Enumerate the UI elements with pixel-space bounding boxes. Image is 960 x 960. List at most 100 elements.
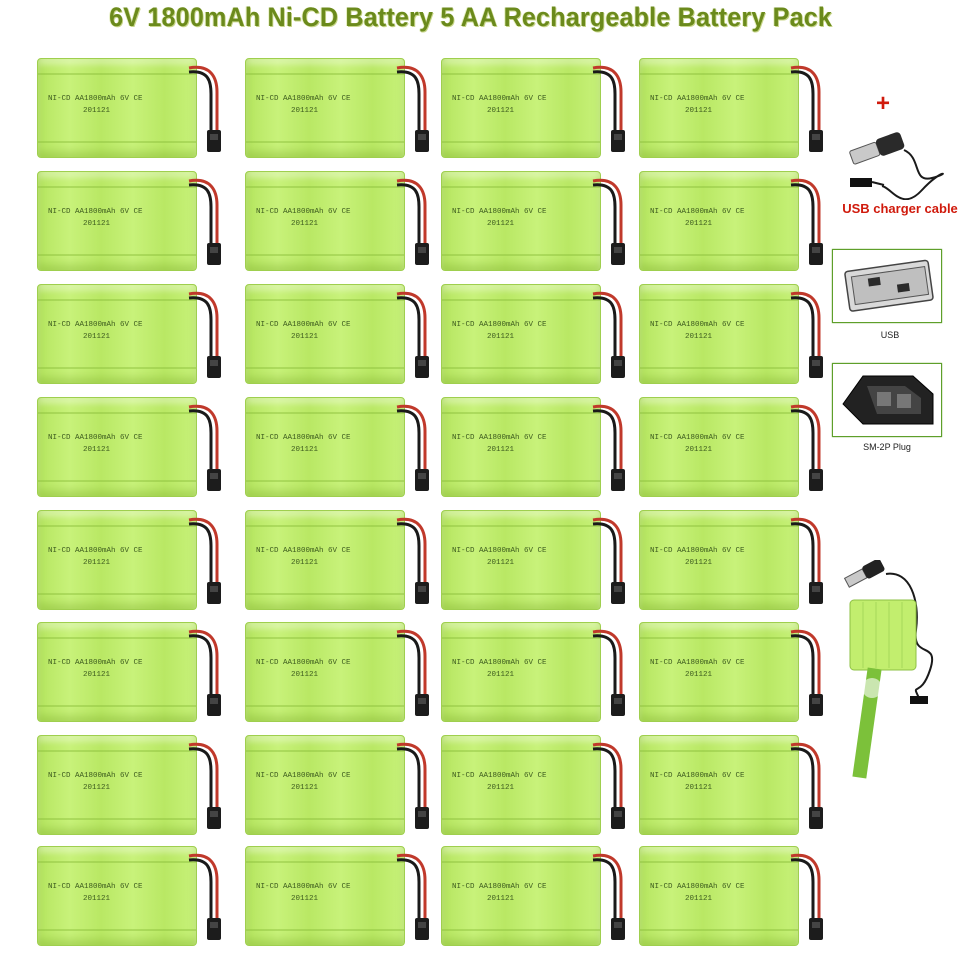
- battery-label: NI-CD AA1800mAh 6V CE: [452, 208, 547, 216]
- battery-cells: NI-CD AA1800mAh 6V CE 201121: [639, 735, 799, 835]
- battery-date: 201121: [685, 671, 713, 679]
- battery-label: NI-CD AA1800mAh 6V CE: [48, 321, 143, 329]
- battery-date: 201121: [83, 671, 111, 679]
- battery-date: 201121: [83, 220, 111, 228]
- battery-label: NI-CD AA1800mAh 6V CE: [256, 321, 351, 329]
- wire-connector: [790, 853, 823, 940]
- battery-label: NI-CD AA1800mAh 6V CE: [48, 208, 143, 216]
- battery-date: 201121: [487, 671, 515, 679]
- battery-date: 201121: [685, 559, 713, 567]
- battery-label: NI-CD AA1800mAh 6V CE: [452, 659, 547, 667]
- battery-label: NI-CD AA1800mAh 6V CE: [452, 547, 547, 555]
- battery-date: 201121: [487, 895, 515, 903]
- battery-date: 201121: [685, 895, 713, 903]
- battery-date: 201121: [291, 220, 319, 228]
- battery-cells: NI-CD AA1800mAh 6V CE 201121: [441, 171, 601, 271]
- battery-pack: NI-CD AA1800mAh 6V CE 201121: [245, 171, 435, 271]
- wire-connector: [188, 517, 221, 604]
- battery-label: NI-CD AA1800mAh 6V CE: [650, 95, 745, 103]
- battery-date: 201121: [291, 671, 319, 679]
- battery-label: NI-CD AA1800mAh 6V CE: [452, 95, 547, 103]
- battery-date: 201121: [487, 220, 515, 228]
- battery-cells: NI-CD AA1800mAh 6V CE 201121: [639, 846, 799, 946]
- wire-connector: [790, 404, 823, 491]
- battery-date: 201121: [685, 446, 713, 454]
- sm-plug-icon: [842, 375, 934, 425]
- battery-date: 201121: [291, 784, 319, 792]
- battery-label: NI-CD AA1800mAh 6V CE: [650, 883, 745, 891]
- battery-date: 201121: [83, 784, 111, 792]
- battery-cells: NI-CD AA1800mAh 6V CE 201121: [441, 846, 601, 946]
- wire-connector: [188, 178, 221, 265]
- wire-connector: [592, 178, 625, 265]
- battery-label: NI-CD AA1800mAh 6V CE: [256, 883, 351, 891]
- usb-detail-box: [832, 249, 942, 323]
- battery-pack: NI-CD AA1800mAh 6V CE 201121: [441, 58, 631, 158]
- battery-date: 201121: [487, 333, 515, 341]
- battery-label: NI-CD AA1800mAh 6V CE: [650, 547, 745, 555]
- plug-label: SM-2P Plug: [863, 442, 911, 452]
- battery-date: 201121: [685, 784, 713, 792]
- usb-plug-icon: [844, 259, 934, 312]
- battery-pack: NI-CD AA1800mAh 6V CE 201121: [441, 846, 631, 946]
- battery-label: NI-CD AA1800mAh 6V CE: [256, 95, 351, 103]
- battery-label: NI-CD AA1800mAh 6V CE: [256, 208, 351, 216]
- battery-label: NI-CD AA1800mAh 6V CE: [452, 883, 547, 891]
- wire-connector: [396, 65, 429, 152]
- battery-label: NI-CD AA1800mAh 6V CE: [650, 208, 745, 216]
- battery-pack: NI-CD AA1800mAh 6V CE 201121: [639, 735, 829, 835]
- wire-connector: [396, 629, 429, 716]
- battery-pack: NI-CD AA1800mAh 6V CE 201121: [37, 171, 227, 271]
- usb-cable-image: [849, 132, 944, 200]
- battery-date: 201121: [487, 107, 515, 115]
- battery-pack: NI-CD AA1800mAh 6V CE 201121: [639, 171, 829, 271]
- battery-pack: NI-CD AA1800mAh 6V CE 201121: [639, 846, 829, 946]
- wire-connector: [790, 629, 823, 716]
- battery-date: 201121: [685, 220, 713, 228]
- battery-label: NI-CD AA1800mAh 6V CE: [650, 772, 745, 780]
- battery-date: 201121: [487, 784, 515, 792]
- wire-connector: [592, 404, 625, 491]
- battery-label: NI-CD AA1800mAh 6V CE: [48, 883, 143, 891]
- wire-connector: [396, 404, 429, 491]
- battery-label: NI-CD AA1800mAh 6V CE: [256, 547, 351, 555]
- battery-date: 201121: [291, 446, 319, 454]
- battery-label: NI-CD AA1800mAh 6V CE: [48, 547, 143, 555]
- battery-cells: NI-CD AA1800mAh 6V CE 201121: [639, 171, 799, 271]
- wire-connector: [396, 742, 429, 829]
- wire-connector: [592, 853, 625, 940]
- wire-connector: [592, 291, 625, 378]
- battery-label: NI-CD AA1800mAh 6V CE: [452, 772, 547, 780]
- wire-connector: [592, 742, 625, 829]
- wire-connector: [188, 629, 221, 716]
- battery-date: 201121: [487, 446, 515, 454]
- battery-pack: NI-CD AA1800mAh 6V CE 201121: [441, 171, 631, 271]
- wire-connector: [188, 291, 221, 378]
- battery-pack: NI-CD AA1800mAh 6V CE 201121: [441, 735, 631, 835]
- wire-connector: [396, 291, 429, 378]
- plus-sign: +: [876, 90, 891, 117]
